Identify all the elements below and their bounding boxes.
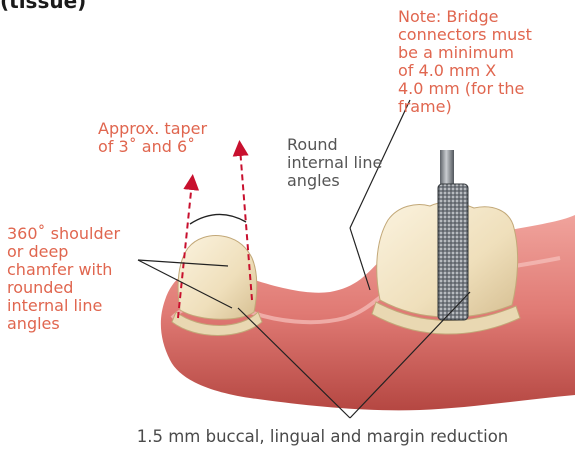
- bridge-connector-note: Note: Bridge connectors must be a minimu…: [398, 8, 573, 116]
- reduction-label: 1.5 mm buccal, lingual and margin reduct…: [70, 428, 575, 446]
- taper-label: Approx. taper of 3˚ and 6˚: [98, 120, 268, 156]
- shoulder-label: 360˚ shoulder or deep chamfer with round…: [7, 225, 167, 333]
- round-internal-label: Round internal line angles: [287, 136, 407, 190]
- title-fragment: (tissue): [0, 0, 86, 10]
- bur-shank: [440, 150, 454, 186]
- taper-angle-arc: [190, 214, 246, 224]
- left-tooth-prep: [178, 236, 257, 320]
